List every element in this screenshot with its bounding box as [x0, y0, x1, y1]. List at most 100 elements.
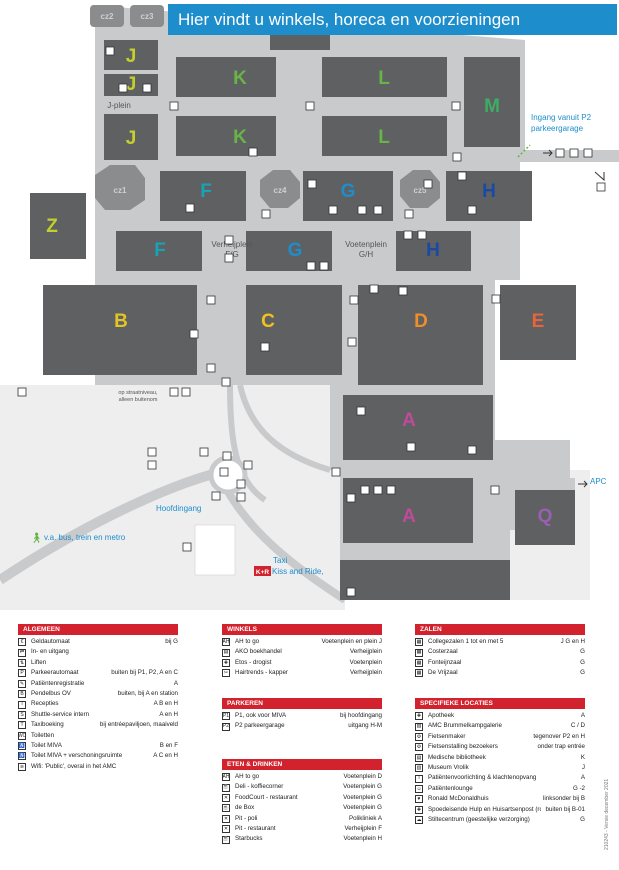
- lift-icon-11: [206, 295, 216, 305]
- hall-icon-4: [398, 286, 408, 296]
- legend-icon: ⚙: [415, 732, 423, 741]
- legend-icon: ✕: [222, 825, 230, 834]
- legend-location: A: [580, 774, 585, 782]
- legend-text: Geldautomaat: [31, 638, 70, 645]
- wc-icon-4: [403, 230, 413, 240]
- legend-icon: ▦: [415, 669, 423, 678]
- campus-map: cz2 cz3 cz1 cz4 cz5 J J J K K L L M Z F …: [0, 5, 619, 610]
- legend-icon: WC: [17, 731, 27, 740]
- p2-entrance-label: Ingang vanuit P2: [531, 113, 592, 122]
- lift-icon-9: [467, 205, 477, 215]
- lift-icon-14: [181, 387, 191, 397]
- legend-algemeen-title: ALGEMEEN: [18, 624, 178, 635]
- hall-icon: [357, 205, 367, 215]
- corridor-p2: [520, 150, 619, 162]
- legend-location: Voetenplein G: [343, 804, 382, 812]
- zone-h-1: H: [482, 181, 496, 202]
- legend-specifiek-title: SPECIFIEKE LOCATIES: [415, 698, 585, 709]
- legend-text: Fietsenstalling bezoekers: [428, 743, 498, 751]
- parking-icon: [555, 148, 565, 158]
- legend-location: Voetenplein H: [343, 835, 382, 843]
- legend-icon: ▦: [415, 638, 423, 647]
- bus-label: v.a. bus, trein en metro: [44, 533, 126, 542]
- walk-icon: 🚶︎: [30, 532, 43, 544]
- legend-icon: i: [18, 700, 26, 709]
- building-q: [515, 490, 575, 545]
- legend-text: Spoedeisende Hulp en Huisartsenpost (rod…: [428, 805, 542, 813]
- zone-c: C: [261, 311, 275, 332]
- legend-icon: ▤: [415, 753, 423, 762]
- legend-icon: ▦: [415, 658, 423, 667]
- crosswalk: [194, 524, 236, 576]
- building-f-south: [116, 231, 202, 271]
- legend-text: Shuttle-service intern: [31, 710, 90, 718]
- hall-icon-2: [373, 205, 383, 215]
- building-c2: [246, 335, 342, 375]
- taxi-icon-2: [346, 587, 356, 597]
- legend-location: tegenover P2 en H: [533, 732, 585, 740]
- zone-k-1: K: [233, 68, 247, 89]
- legend-location: G: [580, 669, 585, 677]
- legend-text: Deli - koffiecorner: [235, 783, 284, 791]
- zone-f-1: F: [200, 181, 212, 202]
- building-j-bottom: [104, 114, 158, 160]
- legend-text: In- en uitgang: [31, 648, 69, 656]
- building-l-top: [322, 57, 447, 97]
- legend-location: A en H: [159, 710, 178, 718]
- legend-icon: ☕: [222, 804, 230, 813]
- legend-text: Toilet MIVA: [31, 741, 62, 749]
- legend-location: onder trap entrée: [537, 743, 585, 751]
- legend-location: G -2: [572, 784, 585, 792]
- legend-text: Parkeerautomaat: [31, 669, 79, 677]
- legend-icon: AH: [222, 638, 230, 647]
- ako-icon: [224, 253, 234, 263]
- legend-algemeen-row: ⇅Liften: [18, 658, 178, 668]
- zone-q: Q: [538, 506, 553, 527]
- voetenplein-label: Voetenplein: [345, 240, 387, 249]
- lift-icon-13: [206, 363, 216, 373]
- legend-icon: ♿: [18, 752, 26, 761]
- legend-location: bij entréepaviljoen, maaiveld: [99, 721, 178, 729]
- legend-location: A: [173, 679, 178, 687]
- legend-parkeren-title: PARKEREN: [222, 698, 382, 709]
- hall-icon-3: [319, 261, 329, 271]
- library-icon: [248, 147, 258, 157]
- legend-text: Patiëntenvoorlichting & klachtenopvang: [428, 774, 537, 782]
- zone-d: D: [414, 311, 428, 332]
- wc-icon-2: [261, 209, 271, 219]
- legend-icon: P2: [222, 722, 230, 731]
- legend-location: B en F: [159, 741, 178, 749]
- legend-icon: AH: [222, 773, 230, 782]
- kr-badge: [254, 566, 271, 576]
- lift-icon-7: [328, 205, 338, 215]
- heart-icon: [17, 387, 27, 397]
- building-g-south: [246, 231, 332, 271]
- miva-icon: [189, 329, 199, 339]
- lift-icon-6: [307, 179, 317, 189]
- pharmacy-icon: [467, 445, 477, 455]
- legend-icon: ≋: [18, 762, 26, 771]
- lift-icon-5: [185, 203, 195, 213]
- registration-icon: [360, 485, 370, 495]
- tower-cz2-label: cz2: [101, 12, 114, 21]
- legend-text: P1, ook voor MIVA: [235, 712, 287, 719]
- legend-icon: €: [18, 638, 26, 647]
- legend-text: Toiletten: [31, 731, 55, 739]
- version-label: 210243 - Versie december 2021: [604, 778, 610, 850]
- lift-icon-4: [451, 101, 461, 111]
- voetenplein-sub: G/H: [359, 250, 373, 259]
- legend-icon: ✚: [222, 658, 230, 667]
- legend-icon: ☺: [415, 784, 423, 793]
- legend-location: A B en H: [153, 700, 178, 708]
- legend-location: G: [580, 658, 585, 666]
- legend-algemeen-row: WC Toiletten: [18, 731, 178, 741]
